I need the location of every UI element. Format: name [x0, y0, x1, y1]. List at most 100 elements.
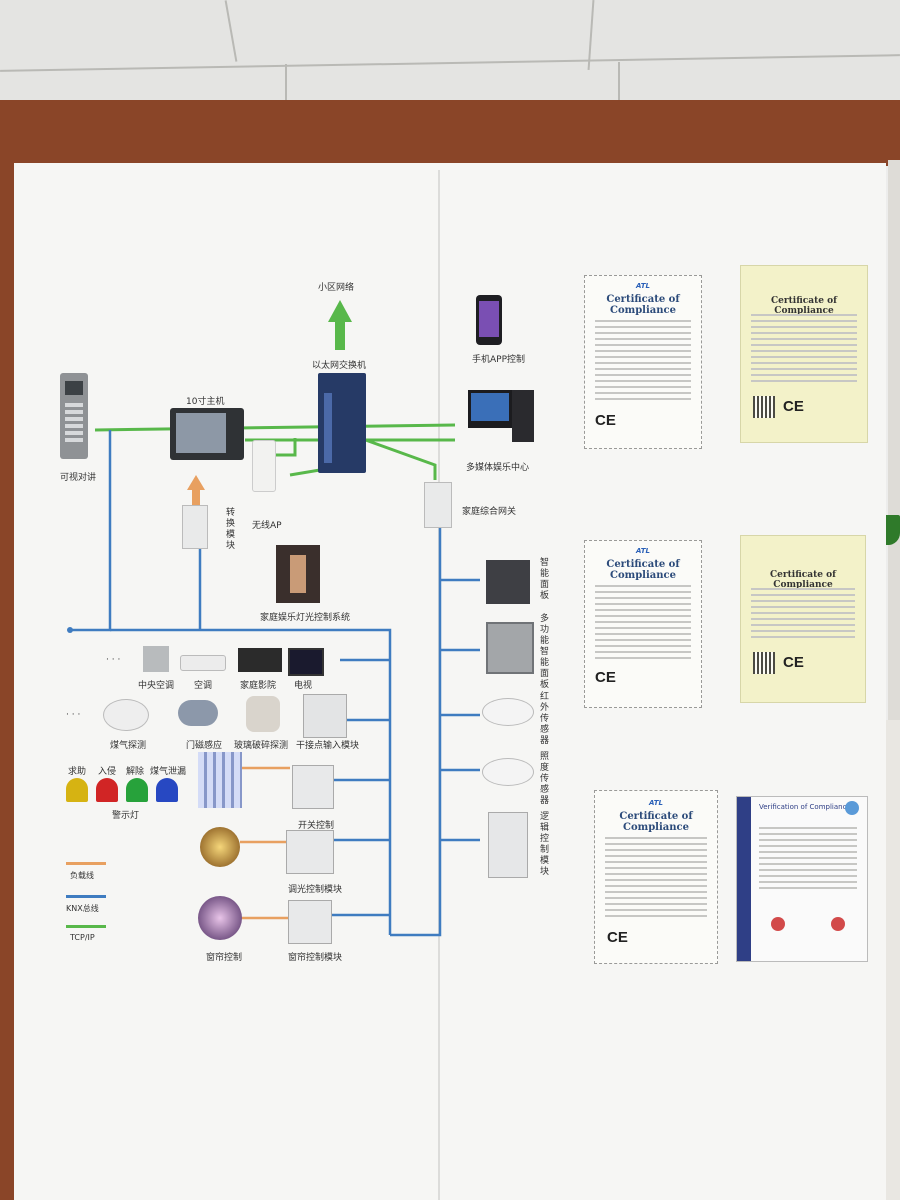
certificate-title: Certificate of Compliance: [770, 570, 836, 590]
wood-frame-left: [0, 100, 16, 1200]
label-entertainment-lighting: 家庭娱乐灯光控制系统: [260, 613, 351, 623]
verification-side-band: [737, 797, 751, 961]
label-alarm-help: 求助: [68, 767, 87, 777]
tv-device: [288, 648, 324, 676]
chandelier: [200, 827, 240, 867]
monitor-device: [468, 390, 512, 428]
ellipsis-row-1: · · ·: [106, 655, 121, 665]
ce-mark: CE: [607, 929, 628, 946]
legend-load-label: 负载线: [70, 871, 94, 880]
home-theater-device: [238, 648, 282, 672]
switch-device: [318, 373, 366, 473]
certificate-title: Certificate of Compliance: [771, 296, 837, 316]
label-switch-control: 开关控制: [298, 821, 335, 831]
alarm-light-blue: [156, 778, 178, 802]
stamp: [831, 917, 845, 931]
alarm-light-green: [126, 778, 148, 802]
legend-knx-label: KNX总线: [66, 904, 99, 913]
tube-lights: [198, 752, 242, 808]
intercom-device: [60, 373, 88, 459]
label-dimming-module: 调光控制模块: [288, 885, 343, 895]
certificate-title: Certificate of Compliance: [606, 294, 680, 316]
certificate-2: Certificate of Compliance CE: [740, 265, 868, 443]
curtain-image: [198, 896, 242, 940]
label-alarm-gas-leak: 煤气泄漏: [150, 767, 187, 777]
gas-detector-device: [103, 699, 149, 731]
atl-logo: ATL: [636, 547, 650, 555]
dimming-module-device: [286, 830, 334, 874]
load-lines: [240, 766, 290, 920]
glass-break-device: [246, 696, 280, 732]
stamp: [771, 917, 785, 931]
certificate-5: ATL Certificate of Compliance CE: [594, 790, 718, 964]
legend-tcpip-line: [66, 925, 106, 928]
label-multifunction-panel: 多功能智能面板: [540, 614, 550, 690]
ellipsis-row-2: · · ·: [66, 710, 81, 720]
logic-module-device: [488, 812, 528, 878]
wood-frame-top: [0, 100, 900, 166]
label-door-sensor: 门磁感应: [186, 741, 223, 751]
central-ac-device: [143, 646, 169, 672]
label-tv: 电视: [294, 681, 313, 691]
label-gas-detector: 煤气探测: [110, 741, 147, 751]
label-logic-module: 逻辑控制模块: [540, 812, 550, 877]
certificate-1: ATL Certificate of Compliance CE: [584, 275, 702, 449]
certificate-4: Certificate of Compliance CE: [740, 535, 866, 703]
atl-logo: ATL: [636, 282, 650, 290]
label-alarm-intrusion: 入侵: [98, 767, 117, 777]
ceiling-grid-line: [285, 64, 287, 110]
label-ir-sensor: 红外传感器: [540, 692, 550, 746]
ce-mark: CE: [783, 654, 804, 671]
label-ethernet-switch: 以太网交换机: [312, 361, 367, 371]
atl-logo: ATL: [649, 799, 663, 807]
label-home-theater: 家庭影院: [240, 681, 277, 691]
ce-mark: CE: [595, 412, 616, 429]
ir-sensor-device: [482, 698, 534, 726]
label-community-network: 小区网络: [318, 283, 355, 293]
smart-panel-device: [486, 560, 530, 604]
alarm-light-red: [96, 778, 118, 802]
up-arrow: [328, 300, 352, 350]
main-unit-device: [170, 408, 244, 460]
ceiling-grid-line: [618, 62, 620, 110]
alarm-light-yellow: [66, 778, 88, 802]
qr-code: [753, 652, 775, 674]
label-smart-panel: 智能面板: [540, 558, 550, 601]
knx-lines: [70, 430, 480, 937]
curtain-module-device: [288, 900, 332, 944]
label-light-sensor: 照度传感器: [540, 752, 550, 806]
certificate-3: ATL Certificate of Compliance CE: [584, 540, 702, 708]
entertainment-panel-device: [276, 545, 320, 603]
verification-certificate: Verification of Compliance: [736, 796, 868, 962]
switch-module-device: [292, 765, 334, 809]
label-alarm-disarm: 解除: [126, 767, 145, 777]
label-curtain-module: 窗帘控制模块: [288, 953, 343, 963]
label-main-unit: 10寸主机: [186, 397, 225, 407]
ce-mark: CE: [783, 398, 804, 415]
legend-knx-line: [66, 895, 106, 898]
pc-tower-device: [512, 390, 534, 442]
multifunction-panel-device: [486, 622, 534, 674]
verification-title: Verification of Compliance: [759, 803, 851, 811]
smartphone-device: [476, 295, 502, 345]
door-sensor-device: [178, 700, 218, 726]
wireless-ap-device: [252, 440, 276, 492]
label-glass-break: 玻璃破碎探测: [234, 741, 289, 751]
label-warning-light: 警示灯: [112, 811, 140, 821]
label-wireless-ap: 无线AP: [252, 521, 282, 531]
label-multimedia-center: 多媒体娱乐中心: [466, 463, 530, 473]
ac-device: [180, 655, 226, 671]
label-dry-contact: 干接点输入模块: [296, 741, 360, 751]
certificate-title: Certificate of Compliance: [619, 811, 693, 833]
label-central-ac: 中央空调: [138, 681, 175, 691]
legend-tcpip-label: TCP/IP: [70, 933, 95, 942]
gateway-device: [424, 482, 452, 528]
converter-device: [182, 505, 208, 549]
light-sensor-device: [482, 758, 534, 786]
ceiling: [0, 0, 900, 110]
label-video-intercom: 可视对讲: [60, 473, 97, 483]
qr-code: [753, 396, 775, 418]
label-phone-app: 手机APP控制: [472, 355, 526, 365]
verification-seal: [845, 801, 859, 815]
